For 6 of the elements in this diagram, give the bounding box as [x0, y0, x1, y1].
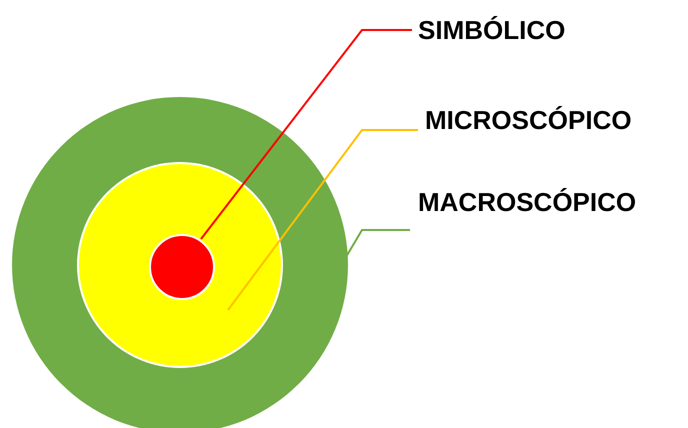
level-label: SIMBÓLICO	[418, 15, 566, 45]
leader-line	[227, 129, 418, 311]
leader-line	[200, 29, 412, 240]
level-label: MACROSCÓPICO	[418, 187, 636, 217]
level-label: MICROSCÓPICO	[425, 105, 632, 135]
leader-line	[345, 229, 410, 258]
